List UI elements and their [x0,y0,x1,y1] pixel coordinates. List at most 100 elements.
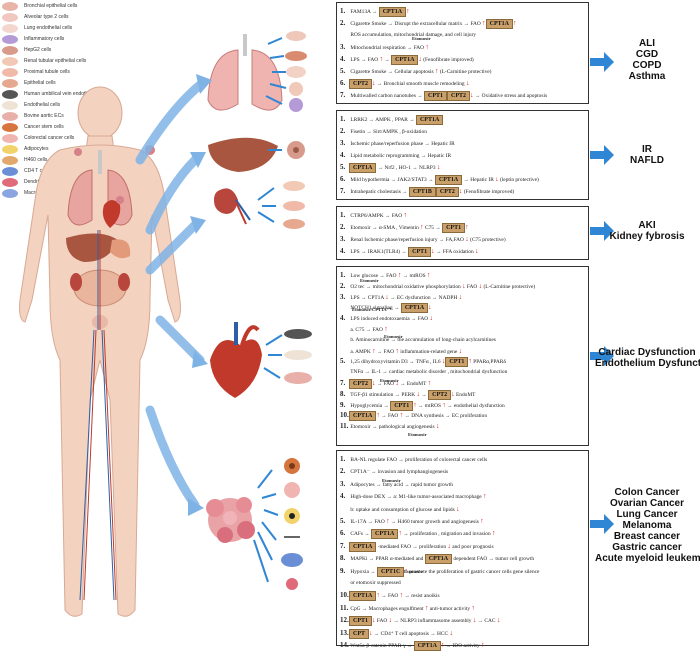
mechanism-row: 1. BA-NL regulate FAO → proliferation of… [340,454,487,464]
mechanism-row: 5. IL-17A → FAO ↑ → H460 tumor growth an… [340,516,484,526]
mechanism-text: invasion and lymphangiogenesis [377,469,449,476]
cell-icon [2,167,18,176]
mechanism-text: FAO [465,283,479,290]
mechanism-text: Adipocytes [349,481,376,488]
legend-label: Bronchial epithelial cells [24,3,78,9]
mechanism-text: rapid tumor growth [411,481,453,488]
mechanism-row: 5. Cigarette Smoke → Cellular apoptosis … [340,66,491,76]
mechanism-row: TNFα → IL-1 → cardiac metabolic disorder… [340,367,507,377]
mechanism-text: CAC [484,618,497,625]
gene-tag: CPT2 [435,187,459,197]
mechanism-row: 9. Hypoxia → CPT1C↑ promote the prolifer… [340,566,539,577]
flow-arrow: → [403,413,412,420]
row-number: 11. [340,603,349,612]
mechanism-row: 1. CTRP6/AMPK → FAO ↑ [340,210,407,220]
legend-item: Inflammatory cells [2,35,114,46]
mechanism-text: IL-17A [349,519,368,525]
flow-arrow: → [430,630,438,637]
mechanism-row: 1. LRRK2 → AMPK , PPAR → CPT1A [340,114,444,125]
legend-item: Epithelial cells [2,79,114,90]
gene-tag: CPT1A [349,541,377,552]
mechanism-text: Mild hypothermia [349,177,391,183]
flow-arrow: → [386,494,394,501]
flow-arrow: → [398,381,407,387]
regulation-arrow: ↑ [427,271,431,279]
regulation-arrow: ↑ [404,566,408,575]
disease-label: Breast cancer [613,531,681,542]
mechanism-text: (C75 protective) [468,237,506,243]
mechanism-row: 2. CPT1A⁻ → invasion and lymphangiogenes… [340,466,448,476]
disease-arrows [590,52,614,534]
mechanism-text: tumor cell growth [495,556,535,563]
flow-arrow: → [409,359,416,366]
mechanism-text: CPT1A [367,294,386,301]
regulation-arrow: ↑ [384,325,388,333]
regulation-arrow: ↓ [465,79,470,87]
disease-label: AKI [638,220,656,231]
mechanism-text: TNFα [349,369,365,376]
regulation-arrow: ↑ [372,346,376,355]
flow-arrow: → [401,249,409,255]
flow-arrow: → [410,316,418,323]
flow-arrow: → [412,543,420,550]
mechanism-text: FAO [374,519,387,525]
legend-label: Epithelial cells [24,80,56,86]
mechanism-text: Lipid metabolic reprogramming [349,153,421,159]
disease-label: COPD [632,60,662,71]
mechanism-text: Intrahepatic cholestasis [349,189,403,195]
regulation-arrow: ↓ [388,616,393,625]
legend-item: Endothelial cells [2,101,114,112]
mechanism-text: MAPKi [349,556,369,563]
mechanism-text: α-SMA , Vimentin [378,225,421,231]
row-number: 10. [340,591,349,600]
mechanism-row: b. Aminocarnitine → the accumulation of … [340,335,496,345]
mechanism-text: inflammation-related gene [398,348,459,355]
regulation-arrow: ↑ [420,223,424,231]
mechanism-text: NLRP3 [419,165,437,171]
regulation-arrow: ↑ [442,400,446,409]
regulation-arrow: ↑ [483,492,487,501]
gene-tag: CPT1A [349,163,377,173]
cell-icon [2,156,18,165]
legend-label: Endothelial cells [24,102,61,108]
flow-arrow: → [392,618,401,625]
mechanism-text: BA-NL regulate FAO [349,457,399,463]
mechanism-row: 2. Cigarette Smoke → Disrupt the extrace… [340,18,517,29]
gene-tag: CPT1B [408,187,436,197]
human-body-illustration [19,86,181,617]
mechanism-row: 9. Hypoglycemia → CPT1↑ → mtROS ↑ → endo… [340,400,505,411]
cell-icon [2,90,18,99]
mechanism-text: mtROS [424,402,443,409]
mechanism-row: b: uptake and consumption of glucose and… [340,504,459,514]
mechanism-text: CPT1A⁻ [349,469,372,476]
flow-arrow: → [389,519,398,525]
legend-item: Alveolar type 2 cells [2,13,114,24]
mechanism-text: and poor prognosis [450,543,494,550]
mechanism-text: PERK [401,391,417,398]
row-number: 6. [340,175,346,183]
mechanism-text: IL-1 [371,369,383,376]
cell-icon [2,123,18,132]
flow-arrow: → [360,57,368,63]
legend-item: Renal tubular epithelial cells [2,57,114,68]
mechanism-text: FAO [391,213,404,219]
flow-arrow: → [368,117,376,123]
regulation-arrow: ↑ [492,529,496,538]
mechanism-text: proliferation of colorectal cancer cells [405,457,488,463]
mechanism-text: Nrf2 , HO-1 [384,165,413,171]
gene-tag: CPT1A [349,591,377,602]
gene-tag: CPT1 [442,223,466,233]
legend-item: CD4 T cells [2,167,114,178]
row-number: 10. [340,411,349,420]
legend-item: Bovine aortic ECs [2,112,114,123]
disease-label: Melanoma [622,520,672,531]
regulation-arrow: ↑ [399,591,404,600]
mechanism-row: a. C75 → FAO ↑ [340,324,388,334]
mechanism-text: the accumulation of long-chain acylcarni… [397,336,496,343]
regulation-arrow: ↑ [413,400,417,409]
legend-label: Alveolar type 2 cells [24,14,69,20]
mechanism-text: Cigarette Smoke [349,69,388,75]
mechanism-row: 4. High-dose DEX → a: M1-like tumor-asso… [340,491,487,501]
